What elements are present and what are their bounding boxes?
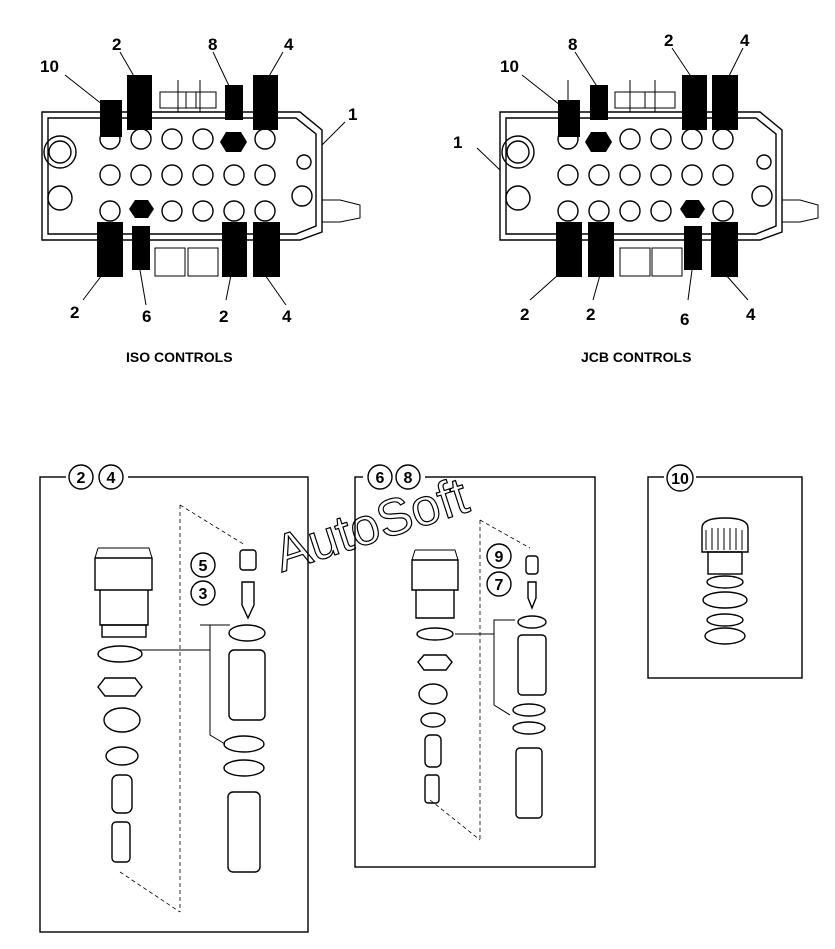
cap-8 [225,85,243,120]
callout-7: 7 [495,577,504,594]
iso-valve-block [41,51,361,306]
jcb-valve-block [476,47,819,301]
iso-label-2-bottom-left: 2 [70,303,79,322]
iso-label-8: 8 [208,35,217,54]
cap-2-bottom-right [222,222,247,277]
callout-9: 9 [495,549,504,566]
jcb-cap-6 [684,226,702,270]
ref-circle-8 [395,464,421,490]
jcb-cap-2-top [682,75,707,130]
ref-circle-10 [666,464,694,492]
cap-2-top [127,75,152,130]
ref-6: 6 [376,470,385,487]
jcb-label-1: 1 [453,133,462,152]
ref-4: 4 [107,470,116,487]
jcb-label-8: 8 [568,35,577,54]
ref-2: 2 [77,470,86,487]
jcb-label-2-bottom-mid: 2 [586,305,595,324]
iso-label-4-top: 4 [284,35,294,54]
ref-circle-2 [68,464,94,490]
iso-label-2-top: 2 [112,35,121,54]
callout-circle-9 [486,543,512,569]
jcb-nut-6 [680,200,705,218]
callout-3: 3 [199,586,208,603]
ref-circle-6 [367,464,393,490]
nut-6 [129,200,154,218]
jcb-cap-4-top [712,75,738,130]
callout-circle-7 [486,571,512,597]
callout-circle-3 [190,580,216,606]
jcb-label-4-top: 4 [740,31,750,50]
callout-circle-5 [190,552,216,578]
jcb-cap-2-bottom-left [556,222,582,277]
iso-caption: ISO CONTROLS [126,349,233,365]
jcb-cap-4-bottom [711,222,738,277]
cap-6 [132,226,150,270]
jcb-cap-10 [558,100,580,137]
jcb-label-4-bottom: 4 [746,305,756,324]
detail-box-10: 10 [647,464,803,679]
jcb-label-10: 10 [500,57,519,76]
detail-box-2-4: 2 4 5 3 [39,464,309,933]
iso-label-4-bottom: 4 [282,307,292,326]
jcb-cap-2-bottom-mid [588,222,614,277]
jcb-label-2-bottom-left: 2 [520,305,529,324]
jcb-label-6: 6 [680,310,689,329]
ref-circle-4 [98,464,124,490]
cap-2-bottom-left [97,222,123,277]
ref-10: 10 [671,471,689,488]
iso-label-1: 1 [348,105,357,124]
cap-4-top [253,75,278,130]
callout-5: 5 [199,558,208,575]
jcb-caption: JCB CONTROLS [581,349,691,365]
iso-label-10: 10 [40,57,59,76]
jcb-cap-8 [590,85,608,120]
cap-10 [100,100,122,137]
cap-4-bottom [253,222,280,277]
jcb-nut-8 [585,132,612,152]
ref-8: 8 [404,470,413,487]
nut-8 [220,132,247,152]
jcb-label-2-top: 2 [664,31,673,50]
iso-label-2-bottom-right: 2 [219,307,228,326]
detail-box-6-8: 6 8 9 7 [354,464,596,868]
iso-label-6: 6 [142,307,151,326]
